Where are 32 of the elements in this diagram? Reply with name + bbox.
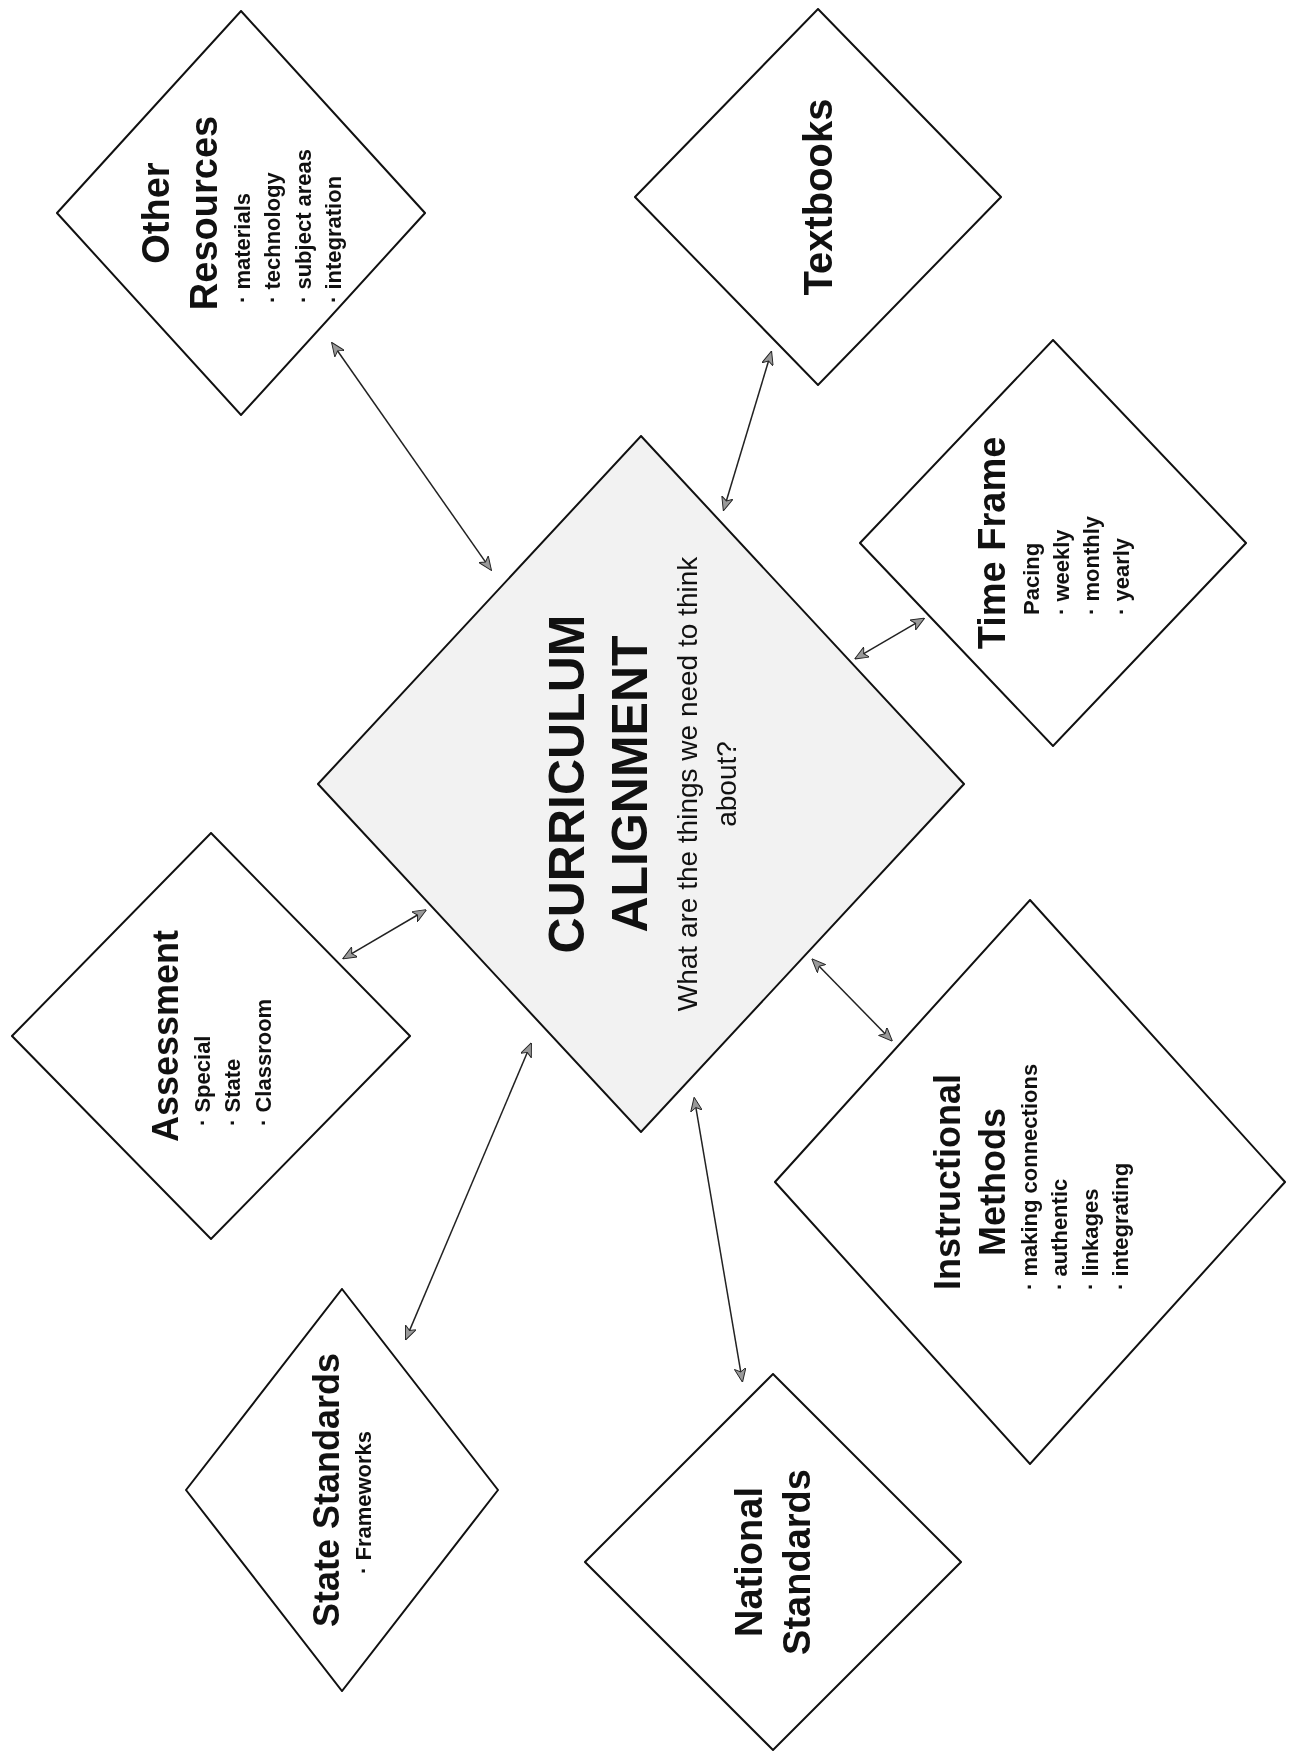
double-arrow	[342, 909, 428, 960]
node-heading: Assessment	[144, 929, 188, 1143]
node-heading: Instructional Methods	[925, 1073, 1014, 1292]
node-text: · subject areas	[289, 148, 317, 303]
double-arrow	[854, 617, 926, 660]
node-text: · materials	[229, 192, 256, 303]
node-heading: Time Frame	[969, 436, 1014, 650]
node-text: · Classroom	[249, 998, 277, 1126]
node-text: · integrating	[1106, 1162, 1134, 1290]
node-text: · monthly	[1077, 516, 1105, 615]
node-heading: Other Resources	[134, 114, 226, 313]
node-heading: National Standards	[726, 1468, 818, 1657]
node-text: · authentic	[1045, 1178, 1073, 1290]
node-text: · integration	[319, 175, 347, 303]
node-text: · Special	[189, 1035, 217, 1126]
node-text: · Frameworks	[350, 1430, 378, 1574]
node-text: · linkages	[1076, 1188, 1104, 1290]
node-text: Pacing	[1017, 542, 1045, 615]
node-text: · yearly	[1108, 537, 1135, 615]
node-text: · State	[219, 1058, 247, 1126]
node-heading: CURRICULUM ALIGNMENT	[538, 613, 659, 956]
double-arrow	[690, 1096, 747, 1383]
double-arrow	[721, 350, 774, 512]
node-heading: Textbooks	[795, 98, 841, 296]
node-text: · technology	[259, 172, 287, 303]
double-arrow	[811, 958, 893, 1042]
node-heading: State Standards	[305, 1352, 349, 1628]
double-arrow	[331, 341, 492, 572]
node-text: · weekly	[1047, 529, 1075, 615]
double-arrow	[405, 1042, 532, 1341]
node-text: · making connections	[1015, 1063, 1043, 1290]
node-text: What are the things we need to think about?	[671, 555, 743, 1014]
